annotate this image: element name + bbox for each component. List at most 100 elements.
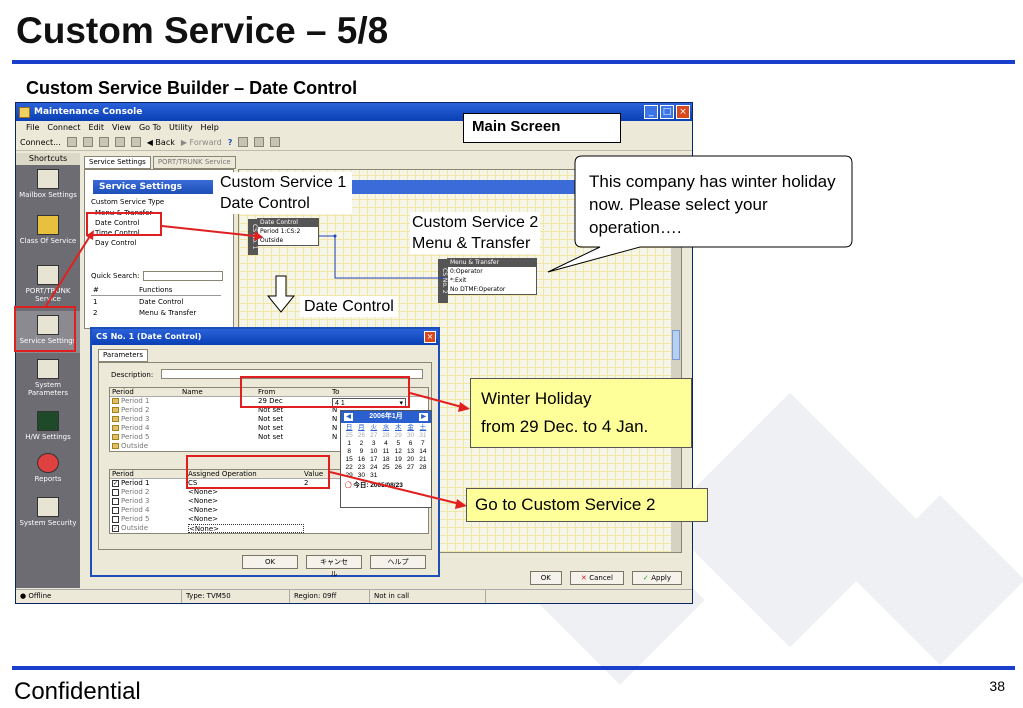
calendar-day[interactable]: 14 (419, 448, 427, 455)
calendar-day[interactable]: 26 (394, 464, 402, 471)
prev-month-icon[interactable]: ◀ (344, 413, 353, 421)
sidebar-item-port-trunk[interactable]: PORT/TRUNK Service (16, 265, 80, 303)
minimize-button[interactable]: _ (644, 105, 658, 119)
menu-file[interactable]: File (26, 123, 40, 132)
sidebar-item-system-security[interactable]: System Security (16, 497, 80, 527)
list-item[interactable]: Time Control (95, 229, 140, 237)
sidebar-item-hw-settings[interactable]: H/W Settings (16, 411, 80, 441)
dialog-close-button[interactable]: × (424, 331, 436, 343)
description-input[interactable] (161, 369, 423, 379)
sidebar-item-service-settings[interactable]: Service Settings (16, 311, 80, 353)
operation-value[interactable]: 2 (304, 479, 309, 487)
calendar-day[interactable]: 21 (419, 456, 427, 463)
tab-service-settings[interactable]: Service Settings (84, 156, 151, 169)
calendar-day[interactable]: 28 (382, 432, 390, 439)
calendar-day[interactable]: 25 (382, 464, 390, 471)
tab-port-trunk[interactable]: PORT/TRUNK Service (152, 156, 236, 169)
close-button[interactable]: × (676, 105, 690, 119)
calendar-day[interactable]: 30 (357, 472, 366, 479)
help-icon[interactable]: ? (227, 137, 233, 147)
calendar-day[interactable]: 18 (382, 456, 390, 463)
sidebar-item-reports[interactable]: Reports (16, 453, 80, 483)
tab-parameters[interactable]: Parameters (98, 349, 149, 362)
calendar-day[interactable]: 17 (370, 456, 378, 463)
calendar-day[interactable]: 24 (370, 464, 378, 471)
dialog-ok-button[interactable]: OK (242, 555, 298, 569)
period-from[interactable]: Not set (258, 415, 284, 423)
cs2-node[interactable]: CS No. 2 Menu & Transfer 0:Operator *:Ex… (438, 258, 537, 303)
table-row[interactable]: ✓Outside<None> (110, 524, 428, 533)
maximize-button[interactable]: □ (660, 105, 674, 119)
table-row[interactable]: Period 2<None> (110, 488, 428, 497)
new-icon[interactable] (66, 137, 77, 147)
period-from[interactable]: Not set (258, 406, 284, 414)
period-to[interactable]: N (332, 433, 338, 441)
calendar-day[interactable]: 7 (421, 440, 425, 447)
calendar-day[interactable]: 22 (345, 464, 353, 471)
period-checkbox[interactable] (112, 506, 119, 514)
menu-utility[interactable]: Utility (169, 123, 193, 132)
tool-icon[interactable] (270, 137, 281, 147)
menu-view[interactable]: View (111, 123, 131, 132)
calendar-day[interactable]: 31 (419, 432, 427, 439)
ok-button[interactable]: OK (529, 571, 562, 585)
period-to[interactable]: N (332, 406, 338, 414)
calendar-day[interactable]: 19 (394, 456, 402, 463)
cancel-button[interactable]: ✕ Cancel (569, 571, 624, 585)
calendar-day[interactable]: 4 (384, 440, 388, 447)
scroll-thumb[interactable] (672, 330, 680, 360)
calendar-day[interactable]: 29 (345, 472, 353, 479)
period-from[interactable]: 29 Dec (258, 397, 283, 405)
cut-icon[interactable] (114, 137, 125, 147)
calendar-day[interactable]: 8 (347, 448, 351, 455)
menu-edit[interactable]: Edit (88, 123, 104, 132)
assigned-operation[interactable]: CS (188, 479, 198, 487)
calendar-day[interactable]: 10 (370, 448, 378, 455)
period-from[interactable]: Not set (258, 424, 284, 432)
period-checkbox[interactable] (112, 488, 119, 496)
save-icon[interactable] (98, 137, 109, 147)
period-checkbox[interactable] (112, 515, 119, 523)
calendar-day[interactable]: 13 (406, 448, 415, 455)
table-row[interactable]: Outside (110, 442, 428, 451)
period-checkbox[interactable]: ✓ (112, 524, 119, 532)
calendar-day[interactable]: 20 (406, 456, 415, 463)
calendar-day[interactable]: 16 (357, 456, 366, 463)
quick-search-input[interactable] (143, 271, 223, 281)
calendar-day[interactable]: 9 (359, 448, 364, 455)
assigned-operation[interactable]: <None> (188, 497, 218, 505)
sidebar-item-system-parameters[interactable]: System Parameters (16, 359, 80, 397)
calendar-day[interactable]: 12 (394, 448, 402, 455)
calendar-day[interactable]: 29 (394, 432, 402, 439)
table-row[interactable]: Period 4<None> (110, 506, 428, 515)
period-to[interactable]: N (332, 424, 338, 432)
assigned-operation[interactable]: <None> (188, 506, 218, 514)
calendar-day[interactable]: 30 (406, 432, 415, 439)
sidebar-item-class-of-service[interactable]: Class Of Service (16, 215, 80, 245)
calendar-today[interactable]: ◯ 今日: 2005/08/23 (341, 481, 431, 491)
period-checkbox[interactable]: ✓ (112, 479, 119, 487)
calendar-day[interactable]: 23 (357, 464, 366, 471)
calendar-day[interactable]: 2 (359, 440, 364, 447)
canvas-scrollbar[interactable] (671, 170, 681, 552)
calendar-day[interactable]: 31 (370, 472, 378, 479)
period-from[interactable]: Not set (258, 433, 284, 441)
sidebar-item-mailbox-settings[interactable]: Mailbox Settings (16, 169, 80, 199)
connect-button[interactable]: Connect... (20, 137, 61, 147)
table-row[interactable]: Period 3<None> (110, 497, 428, 506)
menu-help[interactable]: Help (200, 123, 219, 132)
calendar-day[interactable]: 26 (357, 432, 366, 439)
apply-button[interactable]: ✓ Apply (631, 571, 682, 585)
dialog-cancel-button[interactable]: キャンセル (306, 555, 362, 578)
calendar-day[interactable]: 27 (370, 432, 378, 439)
calendar-day[interactable]: 27 (406, 464, 415, 471)
table-row[interactable]: 2 Menu & Transfer (91, 309, 221, 319)
calendar-day[interactable]: 15 (345, 456, 353, 463)
tool-icon[interactable] (238, 137, 249, 147)
back-button[interactable]: ◀ Back (146, 137, 175, 147)
assigned-operation[interactable]: <None> (188, 488, 218, 496)
